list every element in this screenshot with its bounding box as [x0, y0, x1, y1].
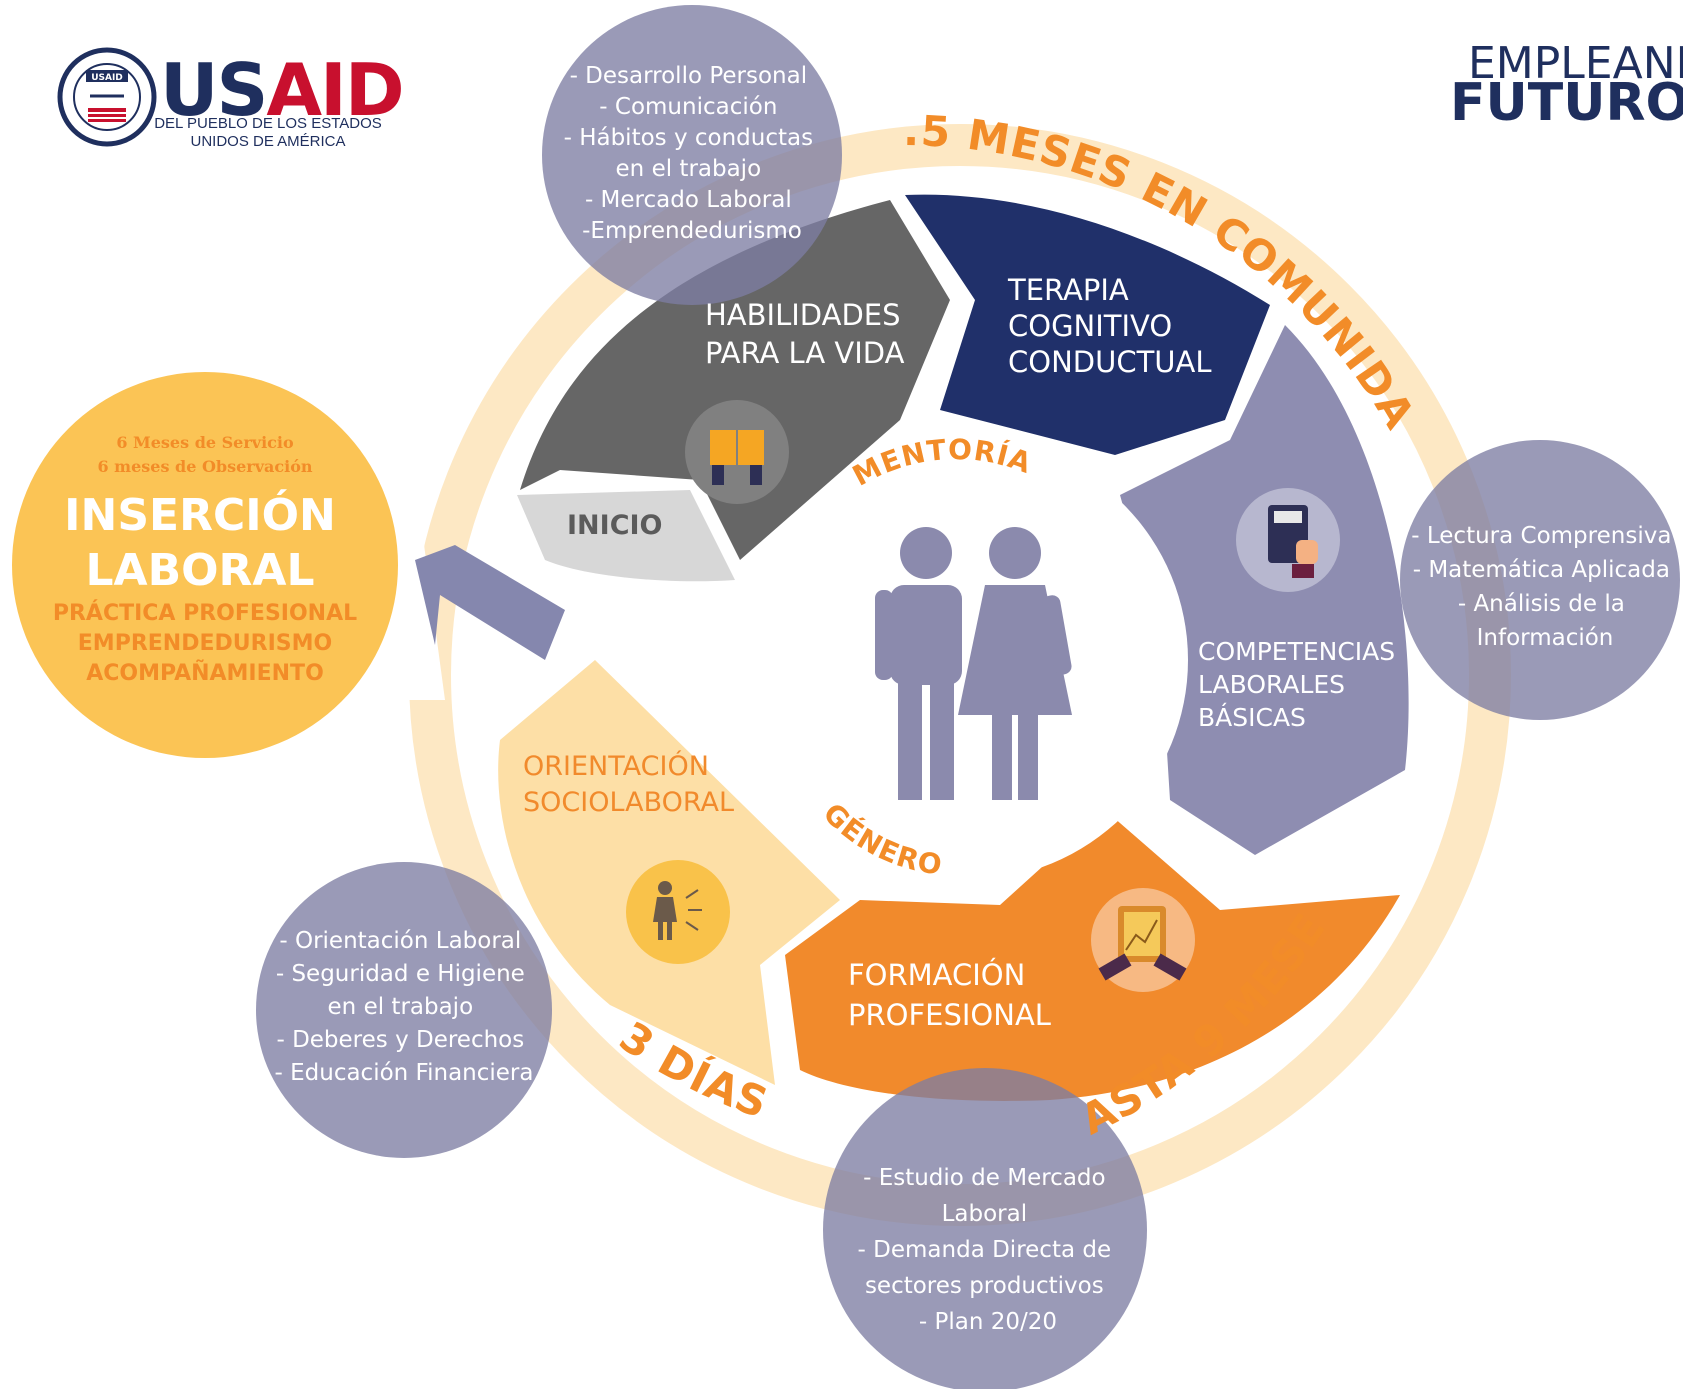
- segment-terapia: [905, 194, 1270, 455]
- center-circle: [748, 440, 1188, 880]
- bubble-formacion-text: - Estudio de Mercado Laboral - Demanda D…: [858, 1165, 1119, 1335]
- insercion-item-emprendedurismo: EMPRENDEDURISMO: [78, 631, 332, 656]
- calculator-icon: [1236, 488, 1340, 592]
- arrow-to-insercion: [415, 545, 565, 660]
- bubble-habilidades: [542, 5, 842, 305]
- terapia-label: TERAPIA COGNITIVO CONDUCTUAL: [1007, 273, 1212, 379]
- insercion-title-2: LABORAL: [85, 545, 314, 596]
- futuro-text: FUTURO: [1450, 73, 1683, 133]
- bubble-competencias-text: - Lectura Comprensiva - Matemática Aplic…: [1411, 523, 1678, 651]
- orientacion-label: ORIENTACIÓN SOCIOLABORAL: [523, 750, 734, 818]
- usaid-wordmark: USAID: [160, 48, 403, 132]
- bubble-orientacion-text: - Orientación Laboral - Seguridad e Higi…: [275, 928, 534, 1086]
- bubble-formacion: [823, 1068, 1147, 1389]
- usaid-logo: USAID USAID DEL PUEBLO DE LOS ESTADOS UN…: [57, 47, 405, 150]
- segment-formacion: [785, 810, 1400, 1101]
- competencias-label: COMPETENCIAS LABORALES BÁSICAS: [1198, 637, 1403, 732]
- inicio-label: INICIO: [567, 510, 663, 541]
- segment-competencias: [1120, 325, 1409, 855]
- usaid-tagline-2: UNIDOS DE AMÉRICA: [190, 133, 345, 150]
- usaid-seal-icon: USAID: [57, 47, 157, 147]
- insercion-duration-service: 6 Meses de Servicio: [116, 433, 294, 452]
- bubble-habilidades-text: - Desarrollo Personal - Comunicación - H…: [564, 63, 821, 244]
- reading-book-icon: [685, 400, 789, 504]
- tablet-chart-icon: [1091, 888, 1195, 992]
- segment-habilidades: [520, 200, 950, 560]
- insercion-item-practica: PRÁCTICA PROFESIONAL: [53, 600, 357, 626]
- bubble-orientacion: [256, 862, 552, 1158]
- bubble-competencias: [1400, 440, 1680, 720]
- segment-inicio: [517, 490, 735, 582]
- people-couple-icon: [875, 527, 1072, 800]
- svg-text:USAID: USAID: [91, 73, 123, 83]
- insercion-circle: [12, 372, 398, 758]
- insercion-duration-observation: 6 meses de Observación: [97, 457, 312, 476]
- person-speaking-icon: [626, 860, 730, 964]
- habilidades-label: HABILIDADES PARA LA VIDA: [705, 298, 910, 370]
- empleando-futuro-logo: EMPLEANI FUTURO: [1450, 38, 1683, 133]
- insercion-title-1: INSERCIÓN: [64, 488, 336, 541]
- insercion-item-acompanamiento: ACOMPAÑAMIENTO: [86, 660, 324, 686]
- usaid-tagline-1: DEL PUEBLO DE LOS ESTADOS: [154, 115, 382, 132]
- formacion-label: FORMACIÓN PROFESIONAL: [848, 958, 1051, 1032]
- empleando-text: EMPLEANI: [1468, 38, 1683, 89]
